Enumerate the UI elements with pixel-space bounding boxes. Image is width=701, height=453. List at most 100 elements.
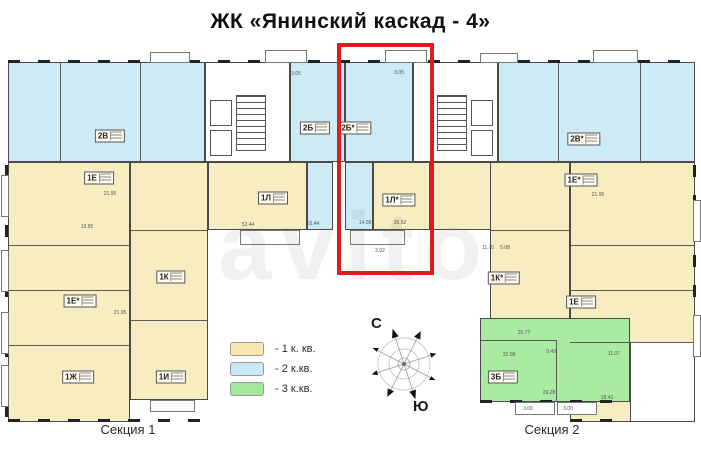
- apartment-area-table: [585, 134, 598, 144]
- apartment-area-table: [170, 272, 183, 282]
- apartment-area-table: [81, 296, 94, 306]
- wall: [8, 245, 130, 246]
- balcony: [265, 50, 307, 63]
- apartment-type-text: 1К*: [490, 273, 504, 282]
- windows-bottom-green: [480, 400, 630, 403]
- dimension-text: 11.07: [607, 351, 621, 357]
- balcony: [350, 230, 405, 245]
- apartment-area-table: [503, 372, 516, 382]
- windows-top: [8, 60, 695, 63]
- apartment-type-text: 1Е*: [66, 296, 80, 305]
- zone-2b-star-hallway: [345, 162, 373, 230]
- dimension-text: 52.44: [306, 221, 320, 227]
- apartment-area-table: [505, 273, 518, 283]
- apartment-label-1l-star: 1Л*: [382, 193, 416, 207]
- apartment-area-table: [356, 123, 369, 133]
- compass-rose: С Ю: [371, 315, 437, 412]
- apartment-label-2b-star: 2Б*: [338, 121, 372, 135]
- windows-bottom-right: [570, 419, 630, 422]
- apartment-label-1zh: 1Ж: [62, 370, 94, 384]
- dimension-text: 21.95: [591, 192, 605, 198]
- balcony: [1, 312, 9, 354]
- dimension-text: 3.05: [291, 71, 301, 77]
- legend-label: - 2 к.кв.: [275, 363, 313, 375]
- zone-2b-hallway: [307, 162, 333, 230]
- wall: [570, 245, 695, 246]
- legend-item-2-room: - 2 к.кв.: [230, 362, 316, 376]
- dimension-text: 5.08: [500, 245, 510, 251]
- apartment-area-table: [171, 372, 184, 382]
- dimension-text: 29.28: [542, 390, 556, 396]
- dimension-text: 21.95: [113, 310, 127, 316]
- stairs-icon: [437, 95, 467, 151]
- apartment-type-text: 1К: [159, 272, 169, 281]
- balcony: [480, 53, 518, 63]
- zone-apartment-2v-star: [498, 62, 695, 162]
- legend-label: - 3 к.кв.: [275, 383, 313, 395]
- wall: [556, 340, 557, 402]
- balcony: [693, 200, 701, 242]
- balcony: [693, 315, 701, 357]
- balcony: [1, 250, 9, 292]
- legend-swatch: [230, 362, 264, 376]
- legend-label: - 1 к. кв.: [275, 343, 316, 355]
- dimension-text: 36.52: [393, 220, 407, 226]
- apartment-area-table: [273, 193, 286, 203]
- wall: [490, 230, 570, 231]
- apartment-area-table: [78, 372, 91, 382]
- apartment-label-1e-star-right: 1Е*: [564, 173, 598, 187]
- section-2-label: Секция 2: [524, 422, 580, 437]
- apartment-type-text: 3Б: [490, 372, 502, 381]
- apartment-type-text: 2В: [97, 131, 109, 140]
- apartment-type-text: 1Ж: [65, 372, 77, 381]
- apartment-label-2v-star: 2В*: [567, 132, 601, 146]
- apartment-type-text: 1Е: [569, 297, 579, 306]
- wall: [60, 62, 61, 162]
- legend-item-3-room: - 3 к.кв.: [230, 382, 316, 396]
- compass-south-label: Ю: [413, 398, 428, 412]
- balcony: [150, 400, 195, 412]
- dimension-text: 11.75: [481, 245, 495, 251]
- apartment-label-1e-star-left: 1Е*: [63, 294, 97, 308]
- balcony: [1, 175, 9, 217]
- apartment-type-text: 2Б: [302, 123, 314, 132]
- apartment-label-1e-right: 1Е: [566, 295, 596, 309]
- apartment-area-table: [400, 195, 413, 205]
- legend-items: - 1 к. кв. - 2 к.кв. - 3 к.кв.: [230, 342, 316, 396]
- apartment-label-1e-left: 1Е: [84, 171, 114, 185]
- apartment-area-table: [580, 297, 593, 307]
- apartment-label-1k: 1К: [156, 270, 186, 284]
- apartment-label-2b: 2Б: [299, 121, 331, 135]
- zone-apartment-2b-star: [345, 62, 413, 162]
- zone-right-inner: [490, 162, 570, 320]
- zone-apartment-2v: [8, 62, 205, 162]
- legend-swatch: [230, 342, 264, 356]
- zone-back-corridor: [630, 342, 695, 422]
- wall: [140, 62, 141, 162]
- elevator-icon: [210, 100, 232, 126]
- apartment-area-table: [110, 131, 123, 141]
- zone-apartment-2b: [290, 62, 345, 162]
- page-title: ЖК «Янинский каскад - 4»: [210, 10, 491, 33]
- dimension-text: 3.00: [523, 406, 533, 412]
- balcony: [593, 50, 638, 63]
- apartment-type-text: 2В*: [570, 134, 584, 143]
- elevator-icon: [471, 100, 493, 126]
- dimension-text: 3.00: [563, 406, 573, 412]
- stairs-icon: [236, 95, 266, 151]
- windows-bottom-left: [8, 419, 208, 422]
- balcony: [150, 52, 190, 63]
- apartment-label-1k-star: 1К*: [487, 271, 521, 285]
- wall: [570, 290, 695, 291]
- apartment-area-table: [315, 123, 328, 133]
- balcony: [1, 365, 9, 407]
- apartment-type-text: 1Л: [260, 193, 272, 202]
- wall: [8, 345, 130, 346]
- windows-left: [5, 165, 8, 420]
- zone-apartment-1l: [208, 162, 307, 230]
- dimension-text: 52.44: [241, 222, 255, 228]
- dimension-text: 18.41: [600, 395, 614, 401]
- dimension-text: 3.92: [375, 248, 385, 254]
- apartment-type-text: 2Б*: [341, 123, 355, 132]
